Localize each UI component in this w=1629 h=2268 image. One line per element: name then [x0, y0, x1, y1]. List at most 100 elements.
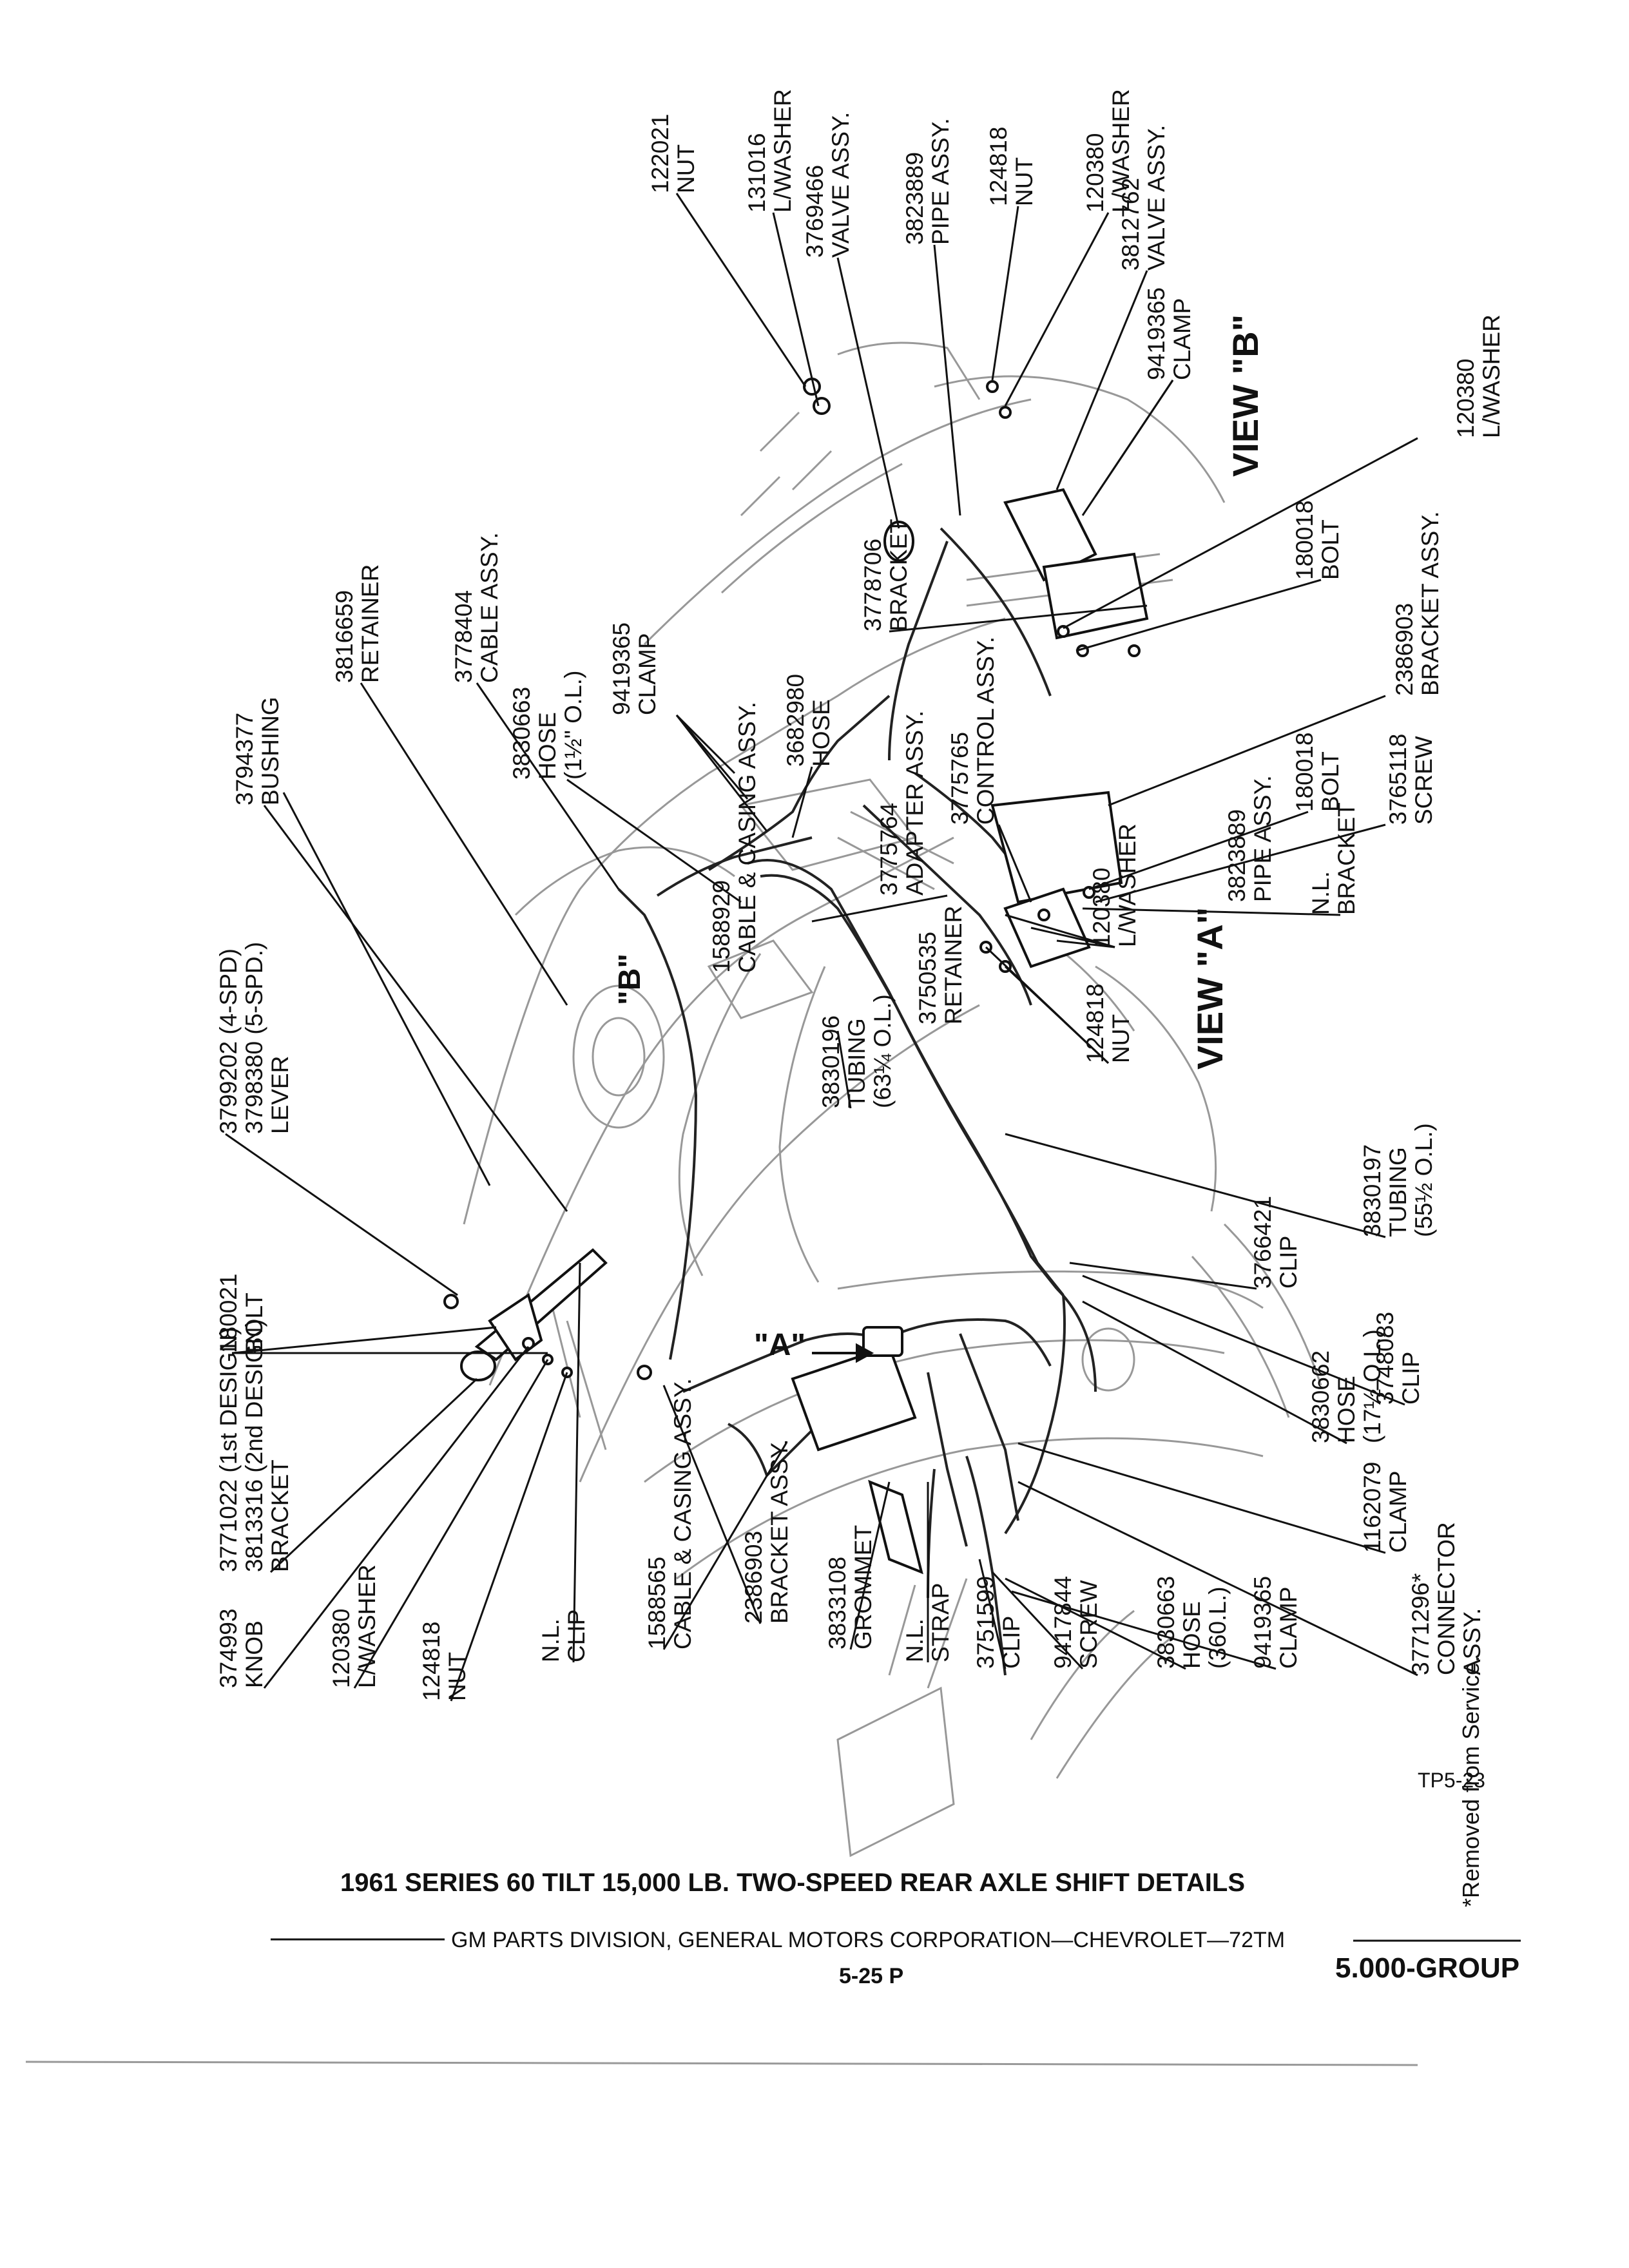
part-description: CLAMP	[1385, 1470, 1411, 1553]
part-number: 3771296*	[1407, 1573, 1434, 1675]
part-description: CONTROL ASSY.	[972, 637, 999, 825]
part-label: N.L.CLIP	[537, 1610, 590, 1662]
part-number: 3750535	[914, 931, 941, 1024]
part-description: VALVE ASSY.	[827, 111, 854, 258]
part-number: 3830662	[1307, 1350, 1334, 1443]
part-description: HOSE	[1333, 1376, 1360, 1443]
part-number: 3799202 (4-SPD)	[215, 948, 242, 1134]
part-number: 3823889	[901, 151, 928, 245]
part-description: TUBING	[1385, 1147, 1411, 1237]
part-description: STRAP	[927, 1582, 954, 1662]
part-number: 3775764	[876, 802, 902, 896]
part-description: CLAMP	[1169, 298, 1195, 380]
part-number: 3775765	[947, 731, 973, 825]
part-number: 124818	[985, 126, 1012, 206]
part-number: 2386903	[740, 1530, 767, 1624]
callout-a-arrow	[812, 1343, 874, 1363]
part-description: CABLE ASSY.	[476, 532, 503, 683]
part-number: 120380	[1452, 358, 1479, 438]
group-label: 5.000-GROUP	[1335, 1952, 1520, 1984]
part-number: 3771022 (1st DESIGN)	[215, 1327, 242, 1572]
part-number: 3748083	[1372, 1311, 1398, 1405]
part-description: (360.L.)	[1204, 1586, 1231, 1669]
part-number: 9419365	[1143, 287, 1170, 380]
part-number: 1588929	[708, 879, 735, 973]
part-number: 131016	[744, 133, 770, 213]
part-number: 180018	[1291, 500, 1318, 580]
part-number: 180018	[1291, 732, 1318, 812]
part-description: GROMMET	[850, 1524, 876, 1649]
part-description: CABLE & CASING ASSY.	[670, 1378, 696, 1649]
part-number: 1162079	[1359, 1461, 1385, 1553]
publisher-line: GM PARTS DIVISION, GENERAL MOTORS CORPOR…	[451, 1928, 1286, 1952]
part-description: L/WASHER	[354, 1564, 380, 1688]
part-number: 3778404	[450, 590, 477, 683]
part-description: HOSE	[808, 699, 834, 767]
part-description: (1½" O.L.)	[560, 670, 586, 780]
part-description: NUT	[673, 144, 699, 193]
part-description: CLIP	[998, 1615, 1025, 1669]
part-number: 120380	[1088, 867, 1115, 947]
view-a-label: VIEW "A"	[1190, 907, 1230, 1070]
part-description: NUT	[444, 1651, 470, 1701]
part-number: 3766421	[1249, 1195, 1276, 1289]
part-number: 120380	[328, 1608, 354, 1688]
part-number: 3682980	[782, 673, 809, 767]
page-number: 5-25 P	[839, 1964, 904, 1988]
part-description: BRACKET	[267, 1459, 293, 1572]
part-number: 3823889	[1224, 809, 1250, 902]
part-description: TUBING	[843, 1018, 870, 1108]
part-number: 3830663	[1153, 1575, 1179, 1669]
part-number: 3769466	[802, 164, 828, 258]
part-number: 9419365	[1249, 1575, 1276, 1669]
part-description: BRACKET ASSY.	[1417, 511, 1443, 696]
scan-line	[25, 2061, 1418, 2066]
part-number: 3794377	[231, 712, 258, 805]
part-number: 124818	[418, 1621, 445, 1701]
part-number: N.L.	[901, 1619, 928, 1662]
view-b-label: VIEW "B"	[1225, 314, 1266, 477]
part-description: KNOB	[241, 1620, 267, 1688]
part-description: (55½ O.L.)	[1411, 1123, 1437, 1237]
part-description: (63¼ O.L.)	[869, 994, 896, 1108]
part-number: 3778706	[860, 538, 886, 631]
part-number: 3751599	[972, 1575, 999, 1669]
part-description: SCREW	[1411, 736, 1437, 825]
part-number: 3816659	[331, 590, 358, 683]
part-description: ADAPTER ASSY.	[901, 710, 928, 896]
part-number: 374993	[215, 1608, 242, 1688]
cable-runs	[617, 527, 1097, 1676]
part-number: 124818	[1082, 983, 1108, 1063]
part-description: VALVE ASSY.	[1143, 124, 1170, 271]
part-number: 122021	[647, 113, 673, 193]
